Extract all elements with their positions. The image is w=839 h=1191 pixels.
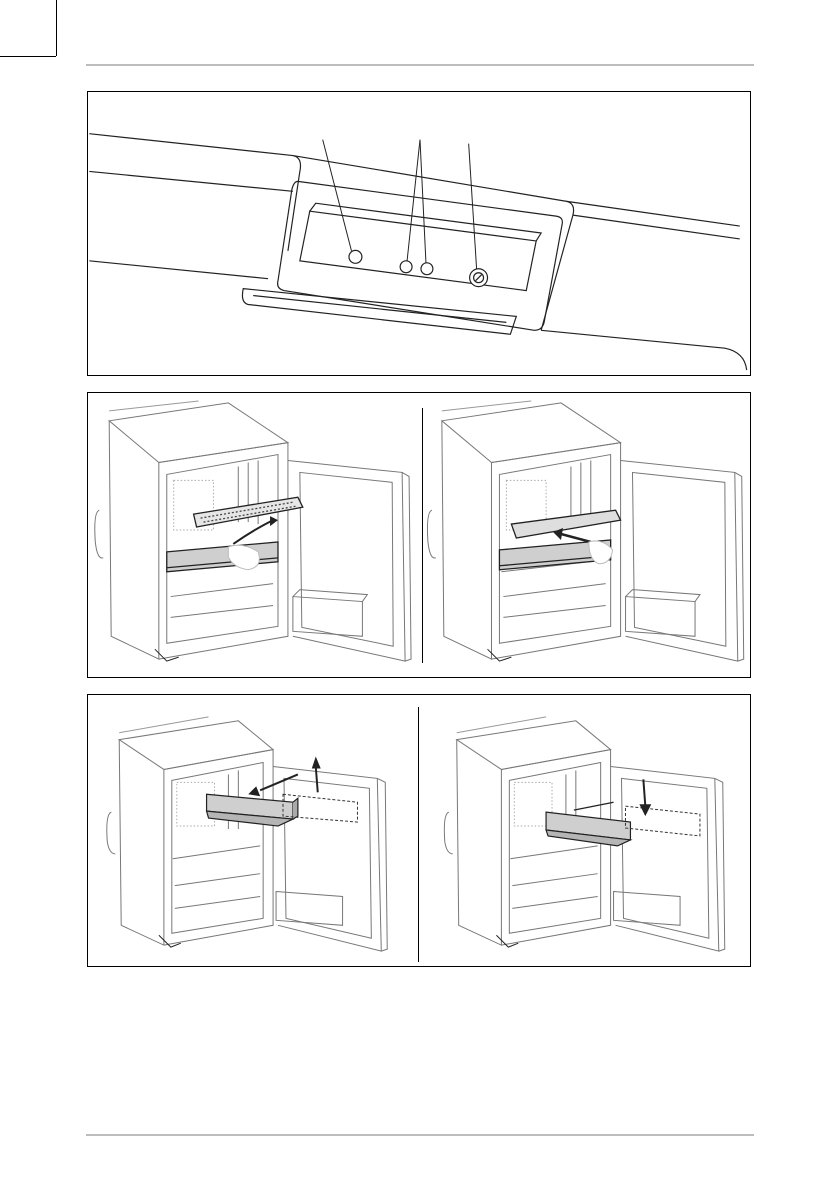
indicator-led-icon — [421, 263, 433, 275]
arrow-icon — [260, 774, 298, 790]
header-rule — [86, 64, 754, 66]
bin-step-1 — [107, 717, 387, 951]
control-panel-illustration — [88, 92, 750, 375]
shelf-step-2 — [427, 401, 743, 661]
control-button-icon — [349, 250, 362, 263]
arrow-icon — [643, 779, 645, 806]
step-divider — [418, 707, 419, 962]
bin-step-2 — [444, 717, 724, 951]
arrow-icon — [316, 766, 318, 792]
door-bin-removal-illustration — [88, 695, 750, 966]
footer-rule — [86, 1134, 754, 1136]
crop-mark-horizontal — [0, 56, 56, 57]
step-divider — [422, 408, 423, 663]
figure-door-bin-removal — [87, 694, 751, 967]
shelf-step-1 — [95, 401, 411, 661]
arrow-icon — [233, 520, 273, 544]
crop-mark-vertical — [56, 0, 57, 56]
arrow-icon — [561, 534, 591, 542]
figure-control-panel — [87, 91, 751, 376]
shelf-removal-illustration — [88, 393, 750, 677]
indicator-led-icon — [400, 261, 412, 273]
figure-shelf-removal — [87, 392, 751, 678]
